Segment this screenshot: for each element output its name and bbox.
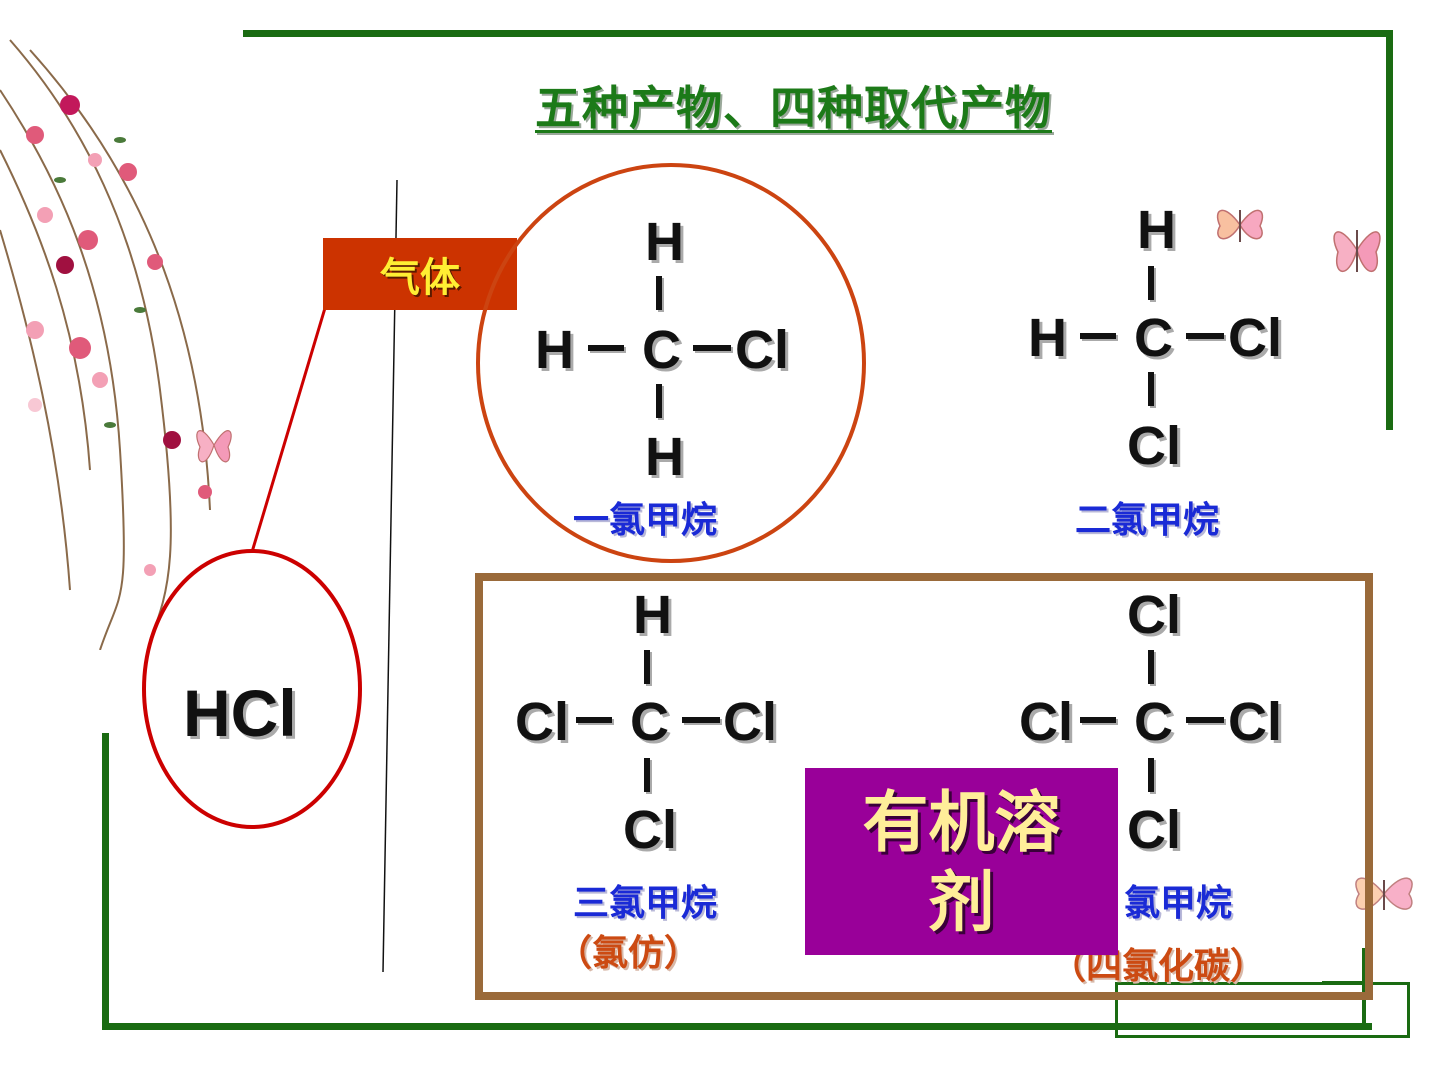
atom-right: Cl [735, 320, 789, 380]
atom-bottom: Cl [1127, 800, 1181, 860]
bond-right [693, 345, 731, 351]
atom-left: H [535, 320, 574, 380]
atom-right: Cl [1228, 692, 1282, 752]
molecule-name: 二氯甲烷 [1075, 499, 1220, 541]
butterfly-icon [196, 430, 232, 463]
atom-left: H [1028, 308, 1067, 368]
flower-branch-icon [0, 39, 212, 650]
atom-bottom: H [645, 427, 684, 487]
atom-top: H [1137, 200, 1176, 260]
butterfly-icon [1355, 877, 1413, 910]
bond-bottom [656, 384, 662, 418]
hcl-label: HCl [183, 676, 297, 750]
atom-bottom: Cl [623, 800, 677, 860]
slide-title: 五种产物、四种取代产物 [535, 81, 1052, 135]
atom-left: Cl [515, 692, 569, 752]
atom-left: Cl [1019, 692, 1073, 752]
gas-label-box: 气体 [323, 238, 517, 310]
organic-solvent-box: 有机溶剂 [805, 768, 1118, 955]
atom-top: H [633, 585, 672, 645]
molecule-name: 三氯甲烷 [573, 882, 718, 924]
bond-bottom [1148, 372, 1154, 406]
gas-label: 气体 [380, 254, 460, 301]
atom-center: C [1134, 308, 1173, 368]
atom-top: H [645, 212, 684, 272]
bond-bottom [1148, 758, 1154, 792]
gas-product-ring [476, 163, 866, 563]
bond-right [1186, 333, 1224, 339]
frame-top-line [243, 30, 1393, 37]
liquid-products-box [475, 573, 1373, 1000]
butterfly-icon [1333, 230, 1381, 272]
frame-corner-dash [1322, 981, 1362, 985]
bond-left [1080, 333, 1116, 339]
bond-left [1080, 717, 1116, 723]
molecule-name: 一氯甲烷 [573, 499, 718, 541]
bond-top [656, 276, 662, 310]
frame-corner-square [1115, 982, 1410, 1038]
atom-center: C [630, 692, 669, 752]
atom-right: Cl [723, 692, 777, 752]
bond-top [1148, 266, 1154, 300]
butterfly-icon [1216, 209, 1264, 242]
bond-top [1148, 650, 1154, 684]
frame-right-lower-line [1362, 948, 1366, 1030]
bond-right [682, 717, 720, 723]
atom-bottom: Cl [1127, 416, 1181, 476]
bond-top [644, 650, 650, 684]
atom-top: Cl [1127, 585, 1181, 645]
bond-left [588, 345, 624, 351]
frame-right-line [1386, 30, 1393, 430]
frame-bottom-line [102, 1023, 1372, 1030]
organic-solvent-label: 有机溶剂 [862, 782, 1061, 941]
atom-center: C [642, 320, 681, 380]
atom-right: Cl [1228, 308, 1282, 368]
separator-line [382, 179, 398, 973]
hcl-connector [142, 297, 362, 829]
molecule-name: 氯甲烷 [1124, 882, 1233, 924]
frame-left-line [102, 733, 109, 1030]
atom-center: C [1134, 692, 1173, 752]
bond-right [1186, 717, 1224, 723]
bond-left [576, 717, 612, 723]
molecule-alias: （氯仿） [556, 932, 701, 974]
bond-bottom [644, 758, 650, 792]
